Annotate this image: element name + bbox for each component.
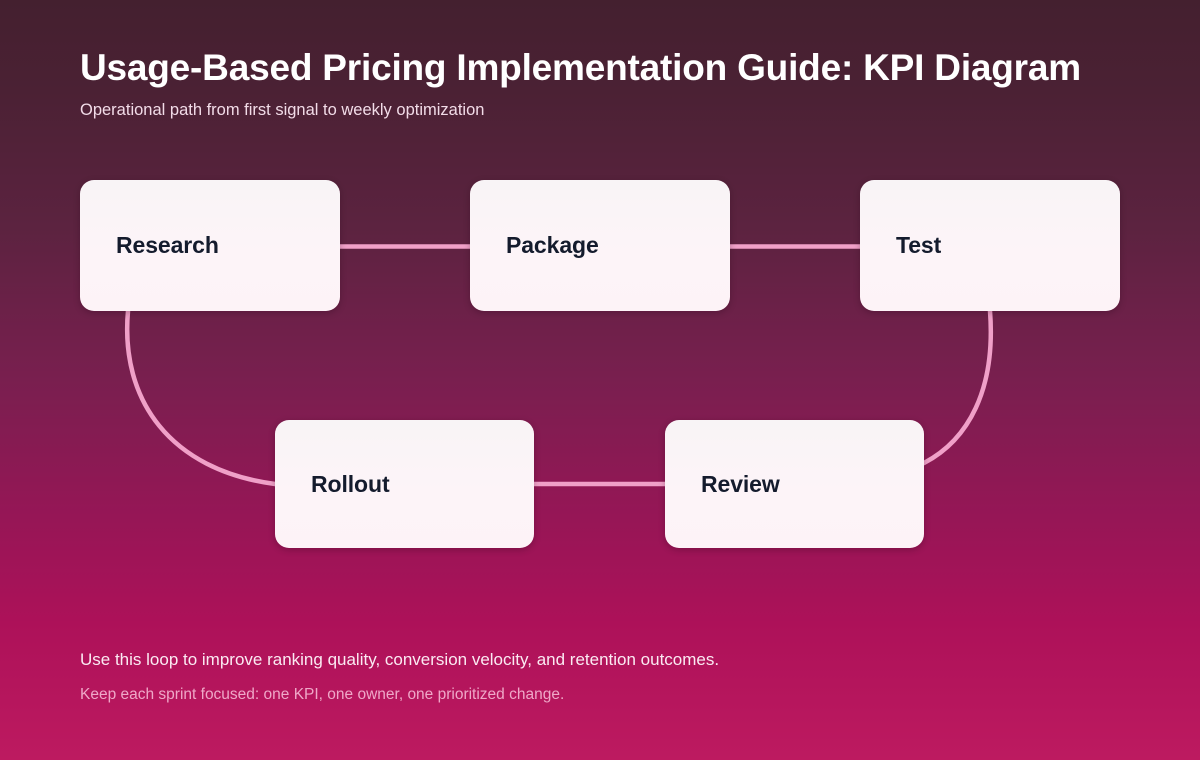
node-package[interactable]: Package xyxy=(470,180,730,311)
edge-research-rollout xyxy=(124,308,278,487)
node-rollout-label: Rollout xyxy=(311,470,390,497)
edge-test-review xyxy=(921,308,994,466)
node-review[interactable]: Review xyxy=(665,420,924,548)
footer-primary-text: Use this loop to improve ranking quality… xyxy=(80,650,720,669)
node-rollout[interactable]: Rollout xyxy=(275,420,534,548)
node-research[interactable]: Research xyxy=(80,180,340,311)
page-header: Usage-Based Pricing Implementation Guide… xyxy=(80,46,1200,120)
footer-secondary-text: Keep each sprint focused: one KPI, one o… xyxy=(80,686,565,703)
node-package-label: Package xyxy=(506,232,599,258)
page-subtitle: Operational path from first signal to we… xyxy=(80,101,485,119)
page-footer: Use this loop to improve ranking quality… xyxy=(80,648,1120,705)
node-test-label: Test xyxy=(896,232,942,258)
node-test[interactable]: Test xyxy=(860,180,1120,311)
page-title: Usage-Based Pricing Implementation Guide… xyxy=(80,47,1081,88)
node-review-label: Review xyxy=(701,470,780,497)
node-research-label: Research xyxy=(116,232,219,258)
